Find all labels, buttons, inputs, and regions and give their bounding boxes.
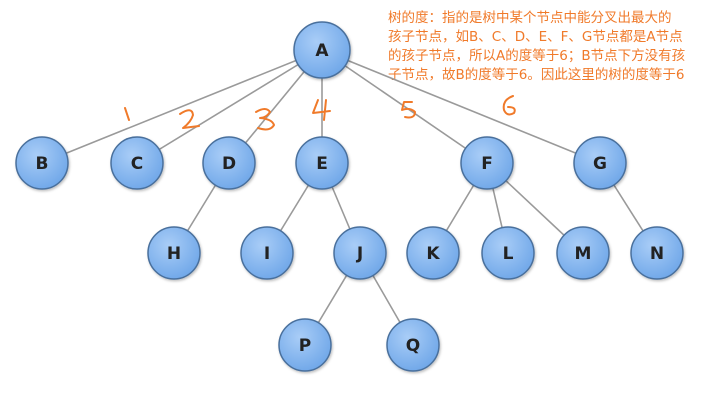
node-H: H	[147, 226, 201, 280]
annotation-line-3: 的孩子节点，所以A的度等于6；B节点下方没有孩	[388, 48, 686, 64]
node-label-H: H	[167, 244, 181, 264]
node-circle-M	[556, 226, 610, 280]
degree-annotation: 树的度：指的是树中某个节点中能分叉出最大的 孩子节点，如B、C、D、E、F、G节…	[388, 9, 718, 85]
node-circle-G	[573, 136, 627, 190]
edge-count-mark-1	[124, 107, 130, 121]
node-label-J: J	[356, 244, 363, 264]
node-L: L	[481, 226, 535, 280]
node-circle-P	[278, 318, 332, 372]
node-label-L: L	[503, 244, 514, 264]
node-label-Q: Q	[406, 336, 420, 356]
node-C: C	[110, 136, 164, 190]
node-I: I	[240, 226, 294, 280]
node-D: D	[202, 136, 256, 190]
node-circle-C	[110, 136, 164, 190]
node-K: K	[406, 226, 460, 280]
tree-nodes: A B C D E F G H I J K L M N P Q	[15, 21, 684, 372]
node-circle-K	[406, 226, 460, 280]
edge-A-C	[136, 49, 323, 164]
edge-count-mark-5	[401, 101, 416, 119]
edge-count-mark-2	[179, 109, 200, 129]
node-circle-E	[295, 136, 349, 190]
node-label-I: I	[264, 244, 270, 264]
node-label-E: E	[316, 154, 328, 174]
node-circle-H	[147, 226, 201, 280]
node-label-N: N	[650, 244, 664, 264]
node-J: J	[333, 226, 387, 280]
node-F: F	[460, 136, 514, 190]
tree-edges	[41, 49, 658, 346]
node-P: P	[278, 318, 332, 372]
node-circle-D	[202, 136, 256, 190]
node-label-G: G	[593, 154, 607, 174]
node-label-P: P	[299, 336, 311, 356]
node-label-F: F	[481, 154, 493, 174]
node-G: G	[573, 136, 627, 190]
edge-count-mark-4	[312, 99, 331, 121]
edge-count-marks	[124, 95, 516, 131]
annotation-line-4: 子节点，故B的度等于6。因此这里的树的度等于6	[388, 67, 685, 83]
edge-A-G	[321, 49, 601, 164]
node-circle-F	[460, 136, 514, 190]
annotation-line-1: 树的度：指的是树中某个节点中能分叉出最大的	[388, 10, 672, 26]
edge-A-B	[41, 49, 323, 164]
edge-count-mark-6	[502, 95, 516, 116]
node-E: E	[295, 136, 349, 190]
node-N: N	[630, 226, 684, 280]
node-label-K: K	[426, 244, 440, 264]
node-circle-N	[630, 226, 684, 280]
node-circle-J	[333, 226, 387, 280]
edge-count-mark-3	[255, 108, 275, 131]
node-label-A: A	[315, 41, 329, 61]
node-A: A	[293, 21, 351, 79]
node-circle-A	[293, 21, 351, 79]
edge-A-F	[321, 49, 488, 164]
node-M: M	[556, 226, 610, 280]
node-label-B: B	[36, 154, 49, 174]
node-label-D: D	[222, 154, 236, 174]
node-B: B	[15, 136, 69, 190]
node-circle-B	[15, 136, 69, 190]
annotation-line-2: 孩子节点，如B、C、D、E、F、G节点都是A节点	[388, 29, 683, 45]
node-label-M: M	[575, 244, 592, 264]
node-Q: Q	[386, 318, 440, 372]
node-circle-L	[481, 226, 535, 280]
node-label-C: C	[131, 154, 143, 174]
node-circle-Q	[386, 318, 440, 372]
node-circle-I	[240, 226, 294, 280]
